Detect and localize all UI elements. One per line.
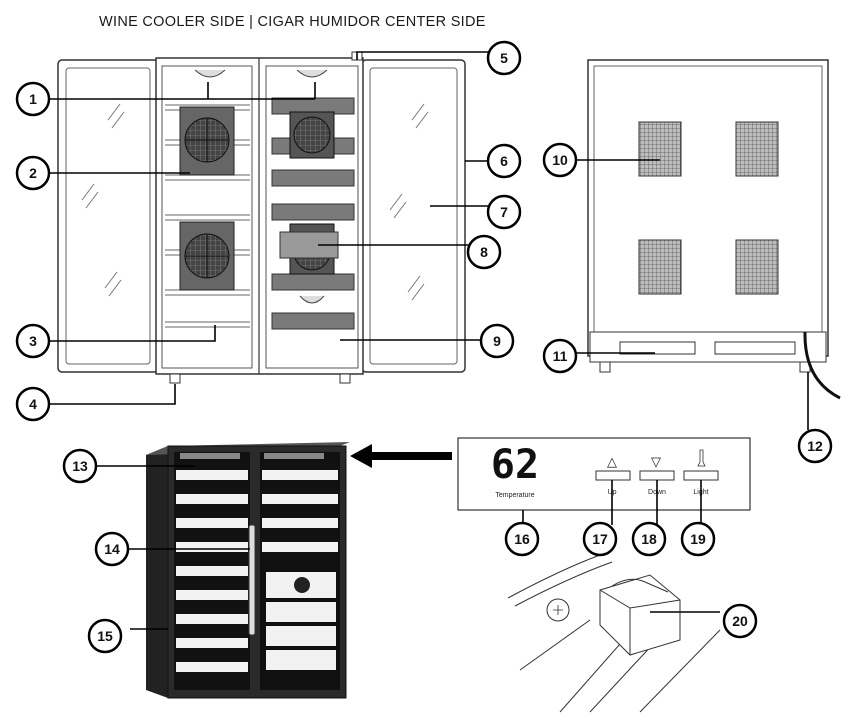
rear-vent-icon	[735, 121, 779, 177]
control-strip	[180, 453, 240, 459]
svg-text:8: 8	[480, 244, 488, 260]
control-panel: 62 Temperature △ Up ▽ Down Light	[457, 437, 751, 511]
callout-4: 4	[15, 386, 51, 422]
svg-text:7: 7	[500, 204, 508, 220]
temperature-display: 62	[491, 442, 539, 488]
leader-lines	[48, 51, 809, 630]
fan-unit-icon	[179, 221, 235, 291]
svg-text:12: 12	[807, 438, 823, 454]
callout-13: 13	[62, 448, 98, 484]
diagram-title: WINE COOLER SIDE | CIGAR HUMIDOR CENTER …	[99, 14, 486, 30]
front-view-open	[57, 51, 466, 384]
callout-11: 11	[542, 338, 578, 374]
svg-text:3: 3	[29, 333, 37, 349]
callout-6: 6	[486, 143, 522, 179]
callout-3: 3	[15, 323, 51, 359]
cabinet-perspective	[146, 442, 350, 699]
temperature-label: Temperature	[495, 492, 534, 499]
light-icon	[697, 449, 706, 467]
down-arrow-icon: ▽	[651, 454, 661, 469]
right-glass-door	[361, 59, 466, 373]
door-handle	[248, 524, 256, 636]
callout-14: 14	[94, 531, 130, 567]
svg-text:13: 13	[72, 458, 88, 474]
callout-15: 15	[87, 618, 123, 654]
callout-2: 2	[15, 155, 51, 191]
callout-19: 19	[680, 521, 716, 557]
svg-text:9: 9	[493, 333, 501, 349]
humidity-tray-detail	[507, 554, 721, 713]
callouts: 1 2 3 4 5 6 7 8 9 10 11 12 13 14 15 16 1…	[15, 40, 833, 654]
callout-1: 1	[15, 81, 51, 117]
up-button[interactable]	[595, 470, 631, 481]
svg-text:17: 17	[592, 531, 608, 547]
fan-unit-icon	[179, 106, 235, 176]
left-glass-door	[57, 59, 159, 373]
rear-vent-icon	[638, 239, 682, 295]
svg-text:2: 2	[29, 165, 37, 181]
svg-text:16: 16	[514, 531, 530, 547]
callout-5: 5	[486, 40, 522, 76]
rear-view	[587, 59, 841, 400]
down-button[interactable]	[639, 470, 675, 481]
up-arrow-icon: △	[607, 454, 617, 469]
light-button[interactable]	[683, 470, 719, 481]
svg-text:10: 10	[552, 152, 568, 168]
svg-text:4: 4	[29, 396, 37, 412]
callout-10: 10	[542, 142, 578, 178]
callout-17: 17	[582, 521, 618, 557]
power-cord-icon	[803, 331, 841, 400]
callout-12: 12	[797, 428, 833, 464]
rear-vent-icon	[735, 239, 779, 295]
svg-text:1: 1	[29, 91, 37, 107]
callout-7: 7	[486, 194, 522, 230]
callout-8: 8	[466, 234, 502, 270]
callout-20: 20	[722, 603, 758, 639]
callout-16: 16	[504, 521, 540, 557]
svg-text:19: 19	[690, 531, 706, 547]
rear-vent-icon	[638, 121, 682, 177]
svg-text:20: 20	[732, 613, 748, 629]
arrow-to-panel-icon	[350, 444, 452, 468]
svg-text:6: 6	[500, 153, 508, 169]
svg-text:18: 18	[641, 531, 657, 547]
svg-text:5: 5	[500, 50, 508, 66]
callout-18: 18	[631, 521, 667, 557]
callout-9: 9	[479, 323, 515, 359]
svg-text:14: 14	[104, 541, 120, 557]
svg-text:15: 15	[97, 628, 113, 644]
svg-text:11: 11	[553, 348, 568, 364]
